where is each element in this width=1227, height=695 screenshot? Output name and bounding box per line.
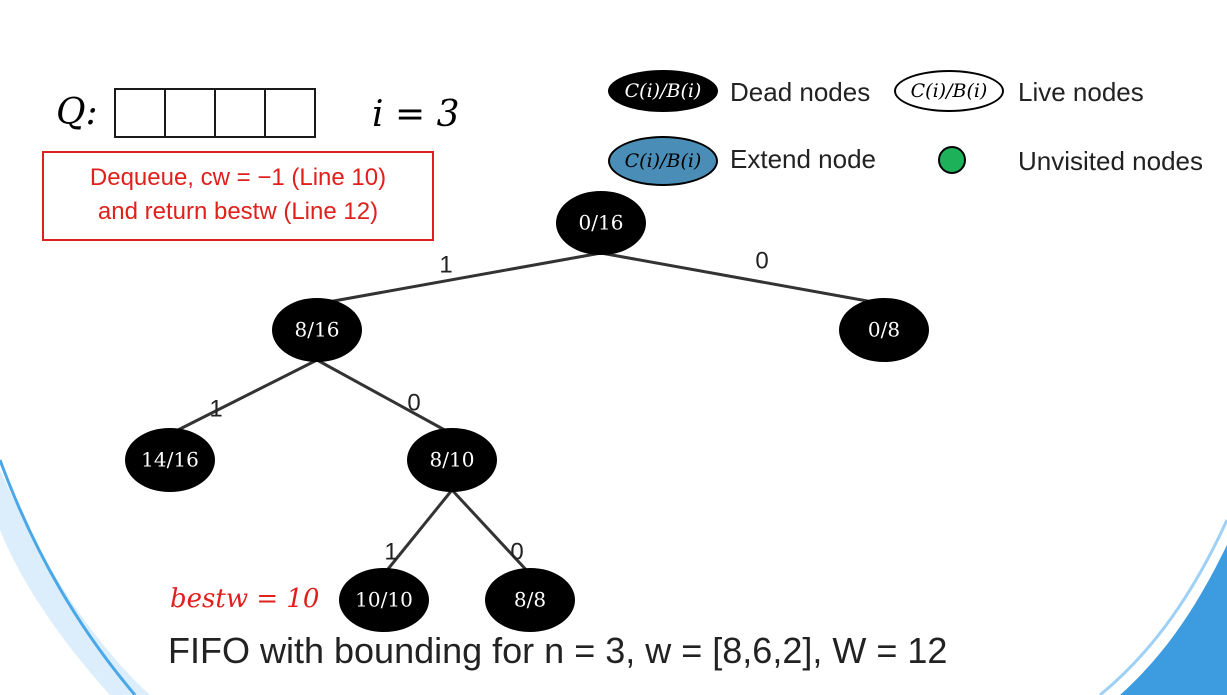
left-wave-line <box>0 459 137 695</box>
tree-edge <box>382 489 454 575</box>
tree-node: 14/16 <box>125 428 215 492</box>
tree-node: 10/10 <box>339 568 429 632</box>
tree-node-label: 0/8 <box>868 318 900 342</box>
edge-label: 0 <box>755 247 768 274</box>
tree-node-shape <box>839 298 929 362</box>
edge-label: 0 <box>407 389 420 416</box>
note-line-2: and return bestw (Line 12) <box>97 198 379 225</box>
tree-edge <box>450 488 532 576</box>
queue-label: Q: <box>56 92 98 133</box>
legend-unvisited-dot <box>938 146 966 174</box>
tree-node-label: 0/16 <box>579 211 624 235</box>
tree-node: 8/16 <box>272 298 362 362</box>
legend-extend-swatch: C(i)/B(i) <box>608 136 718 186</box>
legend-live-label: Live nodes <box>1018 77 1144 107</box>
bestw-label: bestw = 10 <box>170 584 320 614</box>
tree-node: 0/8 <box>839 298 929 362</box>
right-wave-line <box>1099 519 1227 695</box>
tree-node-shape <box>125 428 215 492</box>
tree-edge <box>600 251 885 306</box>
tree-node-shape <box>272 298 362 362</box>
edge-label: 0 <box>510 538 523 565</box>
legend-extend-label: Extend node <box>730 144 877 174</box>
right-wave <box>1120 545 1227 695</box>
edge-label: 1 <box>439 251 452 278</box>
tree-node-label: 8/16 <box>295 318 340 342</box>
legend-unvisited-label: Unvisited nodes <box>1018 146 1203 176</box>
legend-dead-swatch: C(i)/B(i) <box>608 70 718 112</box>
note-box: Dequeue, cw = −1 (Line 10) and return be… <box>42 151 434 241</box>
caption: FIFO with bounding for n = 3, w = [8,6,2… <box>168 630 948 671</box>
tree-node: 8/8 <box>485 568 575 632</box>
tree-node-shape <box>556 191 646 255</box>
iteration-label: i = 3 <box>372 94 460 135</box>
tree-node-label: 14/16 <box>141 448 199 472</box>
note-line-1: Dequeue, cw = −1 (Line 10) <box>89 164 387 191</box>
left-wave <box>0 470 150 695</box>
tree-node-shape <box>485 568 575 632</box>
tree-node: 0/16 <box>556 191 646 255</box>
edge-label: 1 <box>209 395 222 422</box>
legend-dead-label: Dead nodes <box>730 77 871 107</box>
edge-label: 1 <box>384 538 397 565</box>
tree-edge <box>169 358 318 436</box>
tree-node-shape <box>339 568 429 632</box>
queue-cell <box>264 88 316 138</box>
legend-live-swatch: C(i)/B(i) <box>894 70 1004 112</box>
tree-node-label: 10/10 <box>355 588 413 612</box>
tree-node: 8/10 <box>407 428 497 492</box>
tree-edge <box>316 358 453 436</box>
tree-edge <box>316 251 602 306</box>
tree-node-label: 8/8 <box>514 588 546 612</box>
tree-node-shape <box>407 428 497 492</box>
queue <box>114 88 316 138</box>
tree-node-label: 8/10 <box>430 448 475 472</box>
